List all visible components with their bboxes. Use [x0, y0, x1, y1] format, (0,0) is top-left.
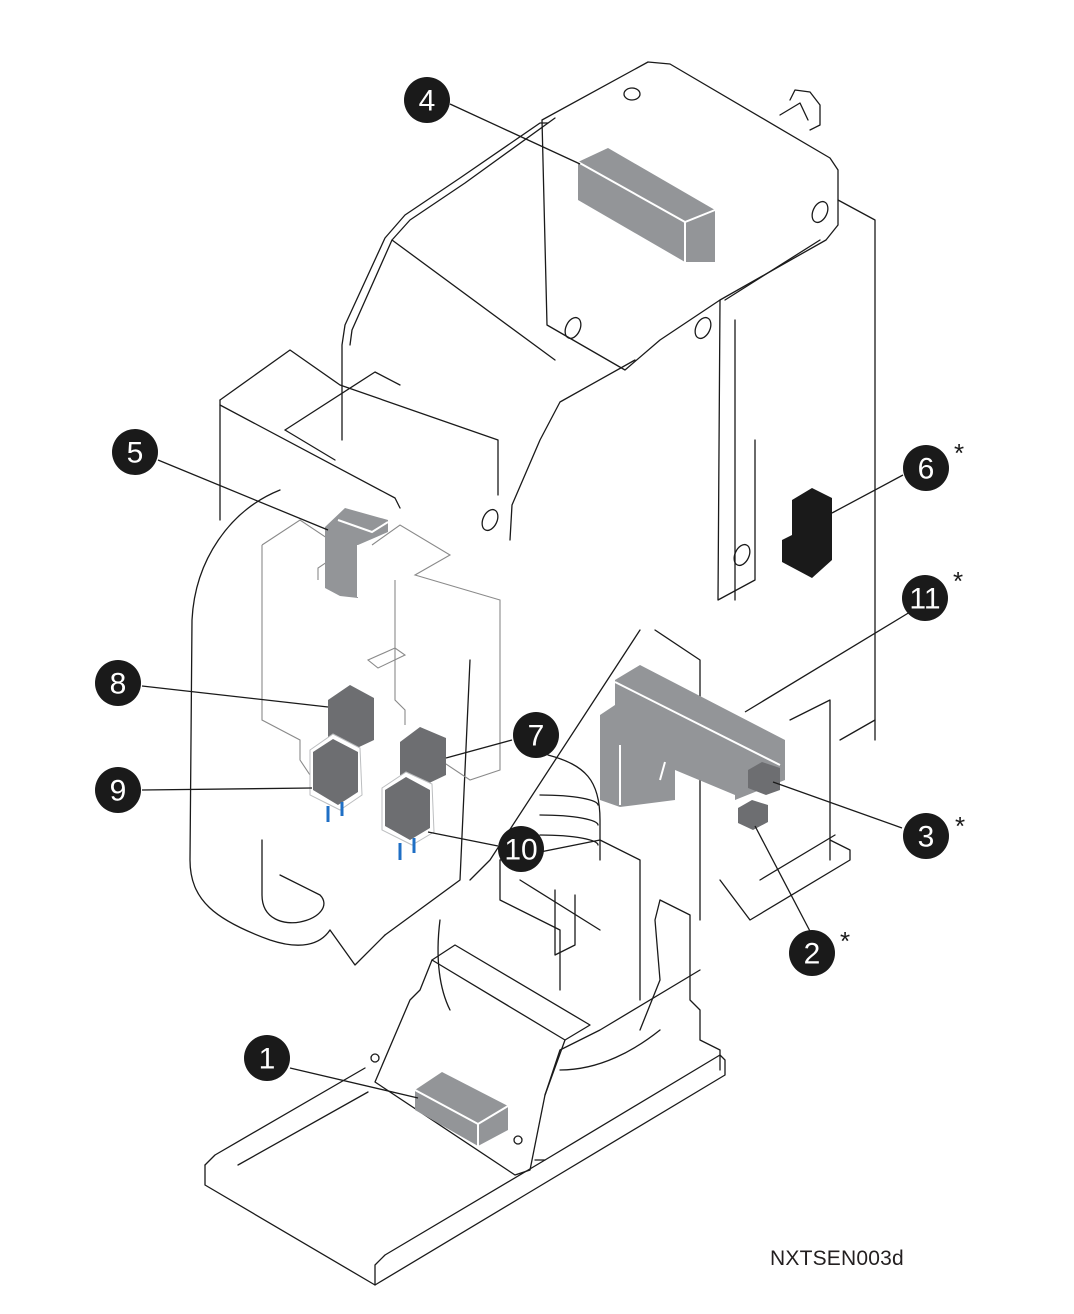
component-8 — [328, 685, 374, 748]
component-11 — [600, 665, 785, 807]
component-9 — [309, 733, 363, 822]
callout-10: 10 — [498, 826, 544, 872]
callout-1: 1 — [244, 1035, 290, 1081]
callout-11: 11 * — [902, 566, 963, 621]
callout-number: 4 — [419, 85, 436, 118]
callout-3: 3 * — [903, 811, 965, 859]
callout-asterisk: * — [840, 926, 850, 956]
leader-3 — [772, 781, 903, 829]
components — [309, 148, 832, 1146]
callout-asterisk: * — [953, 566, 963, 596]
leader-6 — [831, 474, 904, 514]
callout-number: 5 — [127, 437, 144, 470]
callout-4: 4 — [404, 77, 450, 123]
component-3 — [748, 762, 780, 795]
leader-4 — [449, 103, 581, 165]
callout-number: 10 — [504, 834, 537, 867]
component-2 — [738, 800, 768, 830]
component-6 — [782, 488, 832, 578]
leader-2 — [754, 825, 813, 936]
callout-number: 3 — [918, 821, 935, 854]
callout-number: 2 — [804, 938, 821, 971]
callout-6: 6 * — [903, 438, 964, 491]
callout-asterisk: * — [954, 438, 964, 468]
callout-number: 7 — [528, 720, 545, 753]
callout-8: 8 — [95, 660, 141, 706]
callout-number: 9 — [110, 775, 127, 808]
component-4 — [577, 148, 716, 262]
callout-5: 5 — [112, 429, 158, 475]
callout-2: 2 * — [789, 926, 850, 976]
leader-8 — [141, 685, 329, 708]
leader-10 — [427, 831, 499, 847]
leader-5 — [157, 459, 329, 531]
callout-asterisk: * — [955, 811, 965, 841]
callout-number: 11 — [909, 583, 940, 616]
component-5 — [325, 508, 389, 598]
callout-number: 6 — [918, 453, 935, 486]
callout-7: 7 — [513, 712, 559, 758]
figure-reference-code: NXTSEN003d — [770, 1247, 904, 1270]
component-10 — [381, 771, 435, 860]
component-7 — [400, 727, 446, 785]
callouts: 1 2 * 3 * 4 5 6 * 7 8 — [95, 77, 965, 1081]
callout-number: 1 — [259, 1043, 276, 1076]
breaker-housing-outline — [189, 61, 876, 1286]
component-1 — [414, 1072, 509, 1146]
leader-lines — [141, 103, 911, 1099]
callout-number: 8 — [110, 668, 127, 701]
callout-9: 9 — [95, 767, 141, 813]
leader-11 — [744, 611, 911, 713]
leader-7 — [445, 739, 513, 759]
leader-1 — [289, 1067, 419, 1099]
leader-9 — [141, 787, 313, 791]
